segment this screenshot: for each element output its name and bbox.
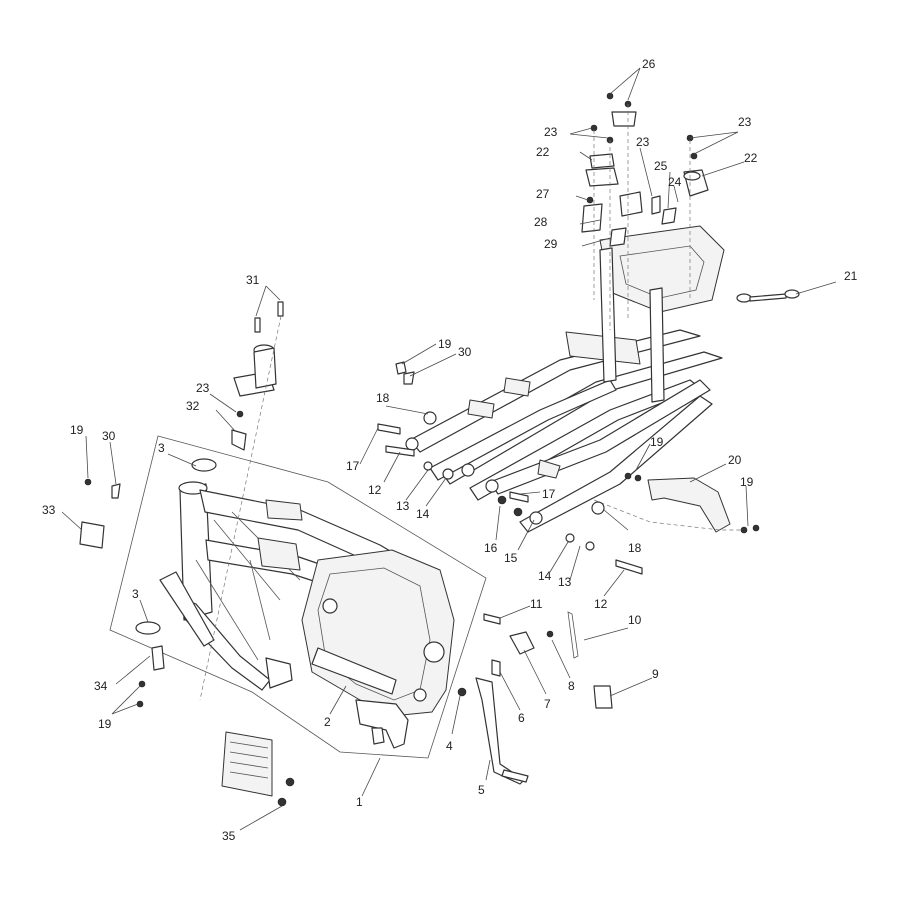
callout-13-right: 13 (558, 575, 572, 589)
callout-12-left: 12 (368, 483, 382, 497)
callout-32: 32 (186, 399, 200, 413)
callout-5: 5 (478, 783, 485, 797)
top-brackets (581, 92, 709, 330)
callout-22-right: 22 (744, 151, 758, 165)
callout-9: 9 (652, 667, 659, 681)
callout-18-left: 18 (376, 391, 390, 405)
callout-29: 29 (544, 237, 558, 251)
callout-25: 25 (654, 159, 668, 173)
callout-33: 33 (42, 503, 56, 517)
callout-11: 11 (530, 597, 543, 611)
rear-cover (593, 472, 760, 534)
callout-19-top: 19 (438, 337, 452, 351)
cable-loop (736, 289, 800, 303)
callout-16: 16 (484, 541, 498, 555)
callout-31: 31 (246, 273, 260, 287)
steering-stem-assembly (199, 301, 284, 701)
callout-3-top: 3 (158, 441, 165, 455)
callout-17-right: 17 (542, 487, 556, 501)
callout-26: 26 (642, 57, 656, 71)
callout-28: 28 (534, 215, 548, 229)
callout-6: 6 (518, 711, 525, 725)
callout-23-head: 23 (196, 381, 210, 395)
callout-labels: 1 2 3 3 4 5 6 7 8 9 10 11 12 12 13 13 14… (42, 57, 858, 843)
fasteners (377, 361, 643, 575)
callout-35: 35 (222, 829, 236, 843)
callout-23-left: 23 (544, 125, 558, 139)
callout-19-right: 19 (740, 475, 754, 489)
callout-15: 15 (504, 551, 518, 565)
callout-8: 8 (568, 679, 575, 693)
callout-27: 27 (536, 187, 550, 201)
callout-19-bottom: 19 (98, 717, 112, 731)
regulator-rectifier (221, 731, 295, 807)
callout-22-left: 22 (536, 145, 550, 159)
side-stand-assembly (457, 611, 613, 785)
callout-17-left: 17 (346, 459, 360, 473)
leader-lines (61, 67, 837, 831)
callout-3-bottom: 3 (132, 587, 139, 601)
callout-7: 7 (544, 697, 551, 711)
callout-30-top: 30 (458, 345, 472, 359)
callout-19-left: 19 (70, 423, 84, 437)
callout-24: 24 (668, 175, 682, 189)
callout-13-left: 13 (396, 499, 410, 513)
callout-23-mid: 23 (636, 135, 650, 149)
callout-14-right: 14 (538, 569, 552, 583)
callout-12-right: 12 (594, 597, 608, 611)
callout-19-mid: 19 (650, 435, 664, 449)
callout-23-right: 23 (738, 115, 752, 129)
callout-20: 20 (728, 453, 742, 467)
left-small-parts (79, 478, 165, 708)
callout-30-left: 30 (102, 429, 116, 443)
callout-4: 4 (446, 739, 453, 753)
callout-2: 2 (324, 715, 331, 729)
rear-subframe (405, 225, 725, 533)
callout-21: 21 (844, 269, 858, 283)
callout-34: 34 (94, 679, 108, 693)
callout-10: 10 (628, 613, 642, 627)
callout-18-right: 18 (628, 541, 642, 555)
main-frame (109, 435, 487, 759)
callout-14-left: 14 (416, 507, 430, 521)
callout-1: 1 (356, 795, 363, 809)
